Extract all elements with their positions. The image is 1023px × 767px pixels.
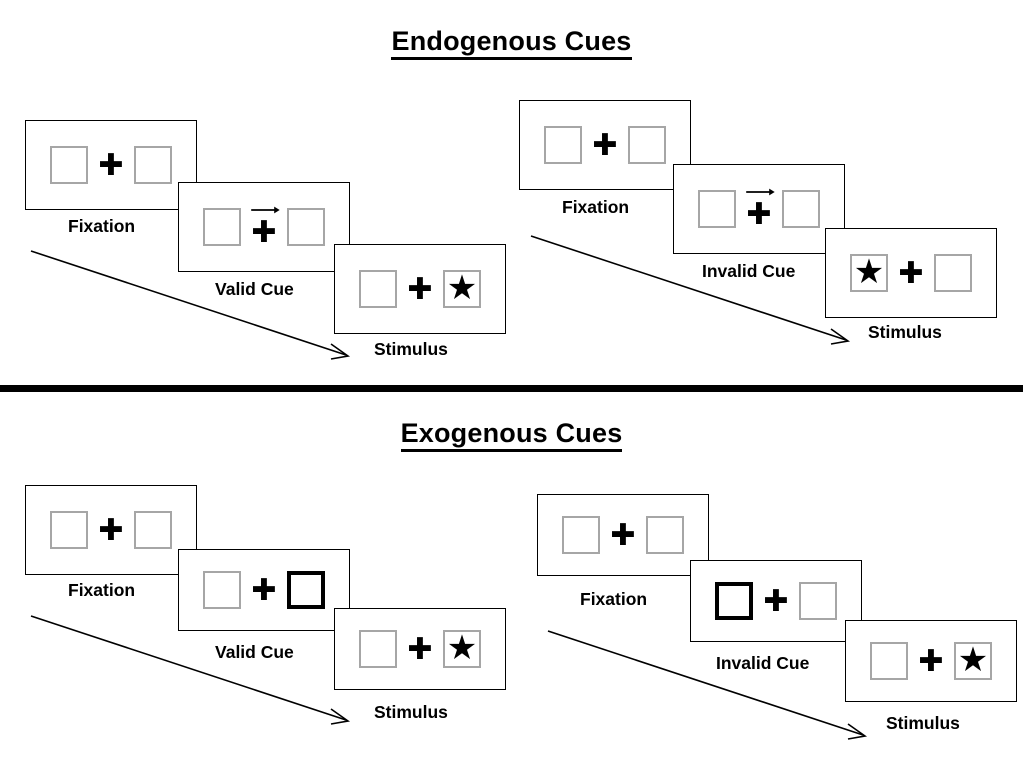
box-right-empty <box>134 146 172 184</box>
star-icon: ★ <box>446 269 478 307</box>
box-right-empty <box>134 511 172 549</box>
box-right-star: ★ <box>443 270 481 308</box>
fixation-cross-wrap: ✚ <box>888 251 934 295</box>
card-endogenous-invalid-fixation: ✚ <box>519 100 691 190</box>
card-exogenous-valid-fixation: ✚ <box>25 485 197 575</box>
box-right-star: ★ <box>954 642 992 680</box>
card-endogenous-valid-cue: ✚ <box>178 182 350 272</box>
card-endogenous-valid-fixation: ✚ <box>25 120 197 210</box>
card-exogenous-valid-cue: ✚ <box>178 549 350 631</box>
fixation-cross-icon: ✚ <box>98 148 124 183</box>
card-exogenous-invalid-stimulus: ✚ ★ <box>845 620 1017 702</box>
fixation-cross-wrap: ✚ <box>88 508 134 552</box>
box-left-empty <box>50 511 88 549</box>
box-right-empty <box>646 516 684 554</box>
box-right-empty <box>628 126 666 164</box>
box-right-empty <box>934 254 972 292</box>
box-left-empty <box>562 516 600 554</box>
card-endogenous-invalid-stimulus: ★ ✚ <box>825 228 997 318</box>
fixation-cross-wrap: ✚ <box>397 267 443 311</box>
box-right-star: ★ <box>443 630 481 668</box>
caption-exogenous-valid-stimulus: Stimulus <box>374 702 448 722</box>
fixation-cross-icon: ✚ <box>918 644 944 679</box>
fixation-cross-wrap: ✚ <box>908 639 954 683</box>
caption-exogenous-valid-cue: Valid Cue <box>215 642 294 662</box>
right-arrow-icon <box>746 188 775 196</box>
caption-exogenous-invalid-cue: Invalid Cue <box>716 653 810 673</box>
card-exogenous-invalid-fixation: ✚ <box>537 494 709 576</box>
card-exogenous-invalid-cue: ✚ <box>690 560 862 642</box>
fixation-cross-icon: ✚ <box>898 256 924 291</box>
box-left-empty <box>870 642 908 680</box>
card-endogenous-valid-stimulus: ✚ ★ <box>334 244 506 334</box>
box-right-highlight <box>287 571 325 609</box>
card-exogenous-valid-stimulus: ✚ ★ <box>334 608 506 690</box>
star-icon: ★ <box>853 253 885 291</box>
fixation-cross-icon: ✚ <box>251 573 277 608</box>
fixation-cross-wrap: ✚ <box>582 123 628 167</box>
caption-endogenous-invalid-fixation: Fixation <box>562 197 630 217</box>
fixation-cross-icon: ✚ <box>98 513 124 548</box>
fixation-cross-wrap: ✚ <box>241 568 287 612</box>
fixation-cross-wrap: ✚ <box>397 627 443 671</box>
fixation-cross-icon: ✚ <box>251 215 277 250</box>
box-left-empty <box>203 208 241 246</box>
box-right-empty <box>799 582 837 620</box>
fixation-cross-wrap: ✚ <box>88 143 134 187</box>
box-left-empty <box>203 571 241 609</box>
right-arrow-icon <box>251 206 280 214</box>
fixation-cross-icon: ✚ <box>610 518 636 553</box>
box-right-empty <box>287 208 325 246</box>
box-left-empty <box>50 146 88 184</box>
caption-exogenous-invalid-stimulus: Stimulus <box>886 713 960 733</box>
star-icon: ★ <box>446 629 478 667</box>
time-arrow-exogenous-invalid <box>547 630 868 740</box>
section-title-exogenous: Exogenous Cues <box>0 418 1023 452</box>
caption-endogenous-valid-stimulus: Stimulus <box>374 339 448 359</box>
star-icon: ★ <box>957 641 989 679</box>
caption-exogenous-valid-fixation: Fixation <box>68 580 136 600</box>
cue-cross-wrap: ✚ <box>241 205 287 249</box>
box-left-star: ★ <box>850 254 888 292</box>
box-right-empty <box>782 190 820 228</box>
fixation-cross-icon: ✚ <box>592 128 618 163</box>
section-divider <box>0 385 1023 392</box>
section-title-exogenous-text: Exogenous Cues <box>400 418 623 452</box>
caption-endogenous-invalid-stimulus: Stimulus <box>868 322 942 342</box>
fixation-cross-icon: ✚ <box>763 584 789 619</box>
section-title-endogenous-text: Endogenous Cues <box>391 26 632 60</box>
box-left-empty <box>544 126 582 164</box>
fixation-cross-icon: ✚ <box>746 197 772 232</box>
box-left-highlight <box>715 582 753 620</box>
box-left-empty <box>359 270 397 308</box>
fixation-cross-icon: ✚ <box>407 632 433 667</box>
fixation-cross-wrap: ✚ <box>753 579 799 623</box>
fixation-cross-wrap: ✚ <box>600 513 646 557</box>
card-endogenous-invalid-cue: ✚ <box>673 164 845 254</box>
section-title-endogenous: Endogenous Cues <box>0 26 1023 60</box>
caption-exogenous-invalid-fixation: Fixation <box>580 589 648 609</box>
box-left-empty <box>359 630 397 668</box>
cue-cross-wrap: ✚ <box>736 187 782 231</box>
caption-endogenous-valid-cue: Valid Cue <box>215 279 294 299</box>
caption-endogenous-valid-fixation: Fixation <box>68 216 136 236</box>
box-left-empty <box>698 190 736 228</box>
fixation-cross-icon: ✚ <box>407 272 433 307</box>
caption-endogenous-invalid-cue: Invalid Cue <box>702 261 796 281</box>
